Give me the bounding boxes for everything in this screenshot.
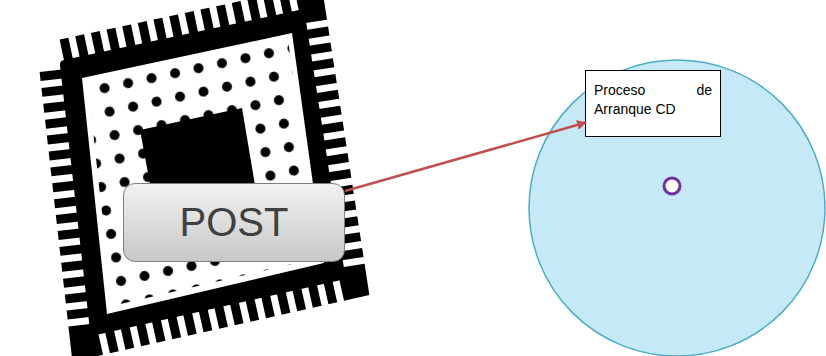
cpu-chip xyxy=(0,0,400,356)
process-box: Proceso de Arranque CD xyxy=(585,70,721,137)
flow-arrow xyxy=(345,123,585,191)
chip-dots xyxy=(0,0,400,356)
process-box: POST xyxy=(123,183,345,262)
node-label: Proceso de Arranque CD xyxy=(594,81,712,119)
cd-disc xyxy=(529,60,825,356)
node-label: POST xyxy=(180,200,289,245)
disc-body xyxy=(529,60,825,356)
disc-hole xyxy=(664,178,680,194)
